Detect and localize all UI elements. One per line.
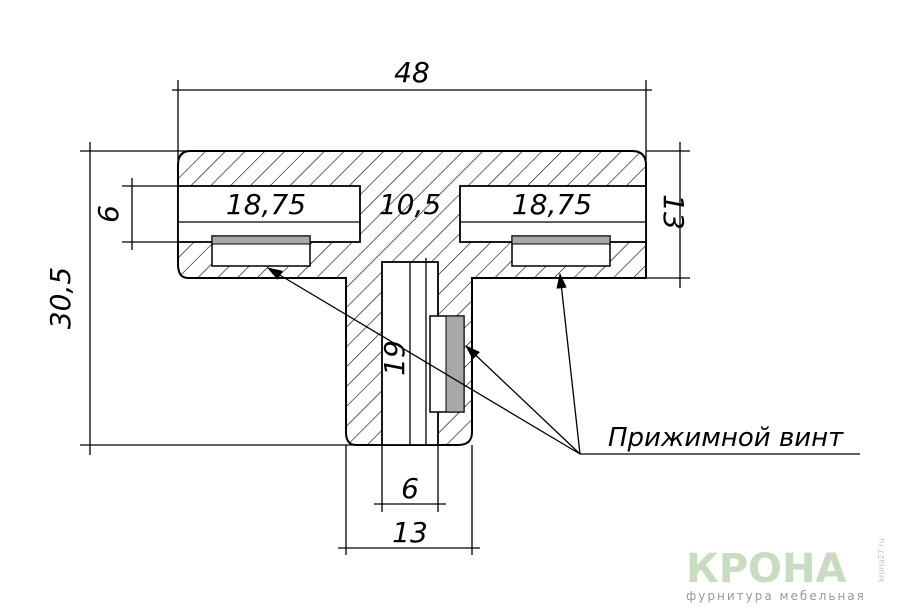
dim-6-slot-label: 6	[92, 205, 125, 223]
screw-left	[211, 235, 311, 267]
dim-10-5-label: 10,5	[379, 188, 441, 221]
slot-left	[177, 185, 361, 243]
slot-right	[459, 185, 647, 243]
dim-13-bottom-label: 13	[392, 516, 428, 549]
brand-logo: КРОНА фурнитура мебельная krona27.ru	[686, 538, 886, 603]
screw-right	[511, 235, 611, 267]
dim-slot-width: 6	[374, 445, 446, 512]
dim-48-label: 48	[394, 56, 430, 89]
screw-vertical	[429, 315, 465, 413]
brand-tagline: фурнитура мебельная	[686, 589, 866, 603]
dim-13-top-label: 13	[657, 194, 690, 230]
dim-top-height: 13	[646, 142, 690, 288]
dim-overall-width: 48	[172, 56, 652, 160]
dim-18-75-right-label: 18,75	[512, 188, 592, 221]
callout-label: Прижимной винт	[608, 423, 844, 453]
dim-6-bottom-label: 6	[401, 472, 419, 505]
dim-height: 30,5	[44, 142, 356, 455]
brand-site: krona27.ru	[877, 538, 886, 582]
dim-18-75-left-label: 18,75	[226, 188, 306, 221]
dim-30-5-label: 30,5	[44, 267, 77, 329]
dim-19-label: 19	[378, 340, 411, 376]
dim-leg-width: 13	[338, 445, 480, 555]
dim-slot-depth: 19	[378, 258, 427, 445]
brand-name: КРОНА	[686, 546, 846, 592]
callout-leaders	[266, 267, 860, 455]
dim-slot-height: 6	[92, 178, 178, 250]
